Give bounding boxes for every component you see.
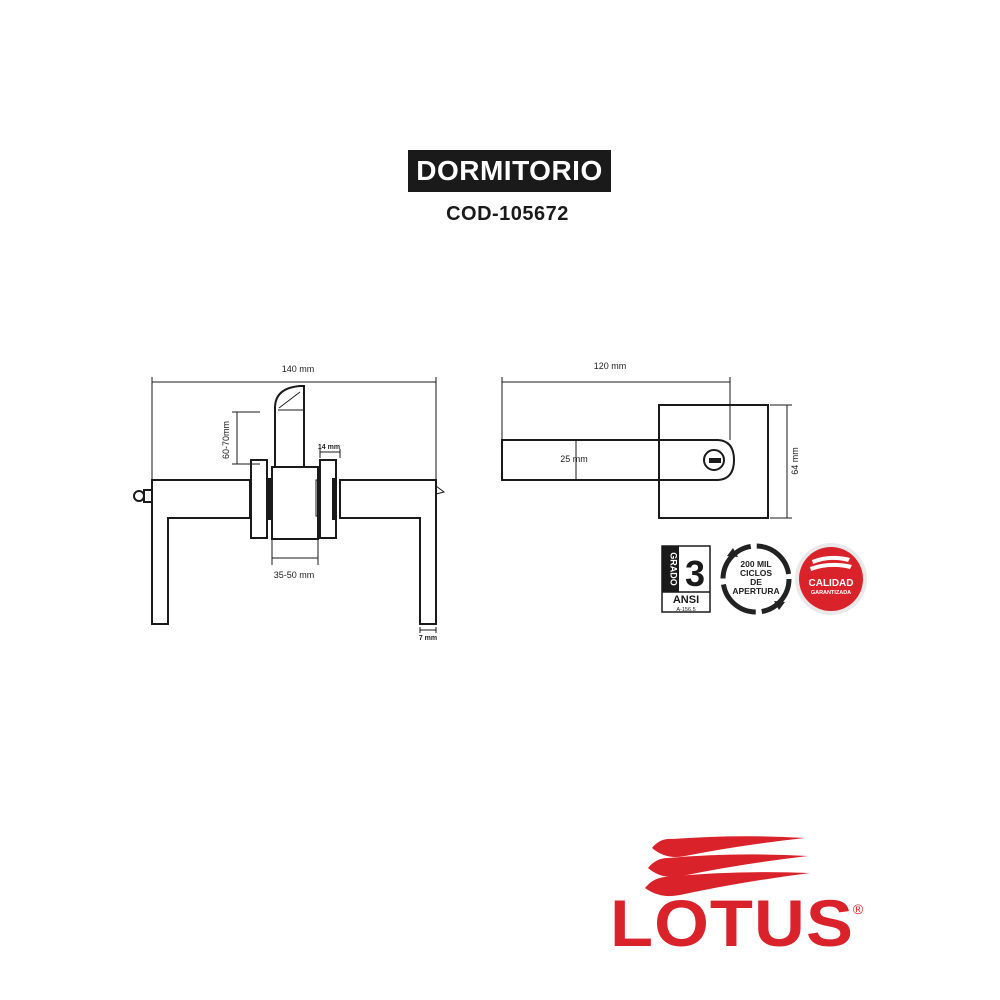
quality-line2: GARANTIZADA	[811, 590, 851, 596]
key-bow	[133, 490, 145, 502]
logo-wave-2	[648, 854, 808, 877]
left-lever	[151, 479, 251, 625]
logo-wave-3	[645, 872, 810, 897]
grade-badge: GRADO 3 ANSI A-156.5	[661, 545, 711, 613]
rose-height-label: 64 mm	[790, 447, 800, 475]
right-rose-shank	[332, 478, 337, 520]
length-label: 120 mm	[594, 361, 627, 371]
side-view: 120 mm 25 mm 64 mm	[501, 361, 800, 519]
svg-text:200 MIL: 200 MIL	[740, 559, 771, 569]
grade-standard-code: A-156.5	[676, 607, 695, 613]
door-label: 35-50 mm	[274, 570, 315, 580]
latch-bevel	[278, 391, 301, 409]
square-rose	[658, 404, 769, 519]
lever-height-label: 25 mm	[560, 454, 588, 464]
left-rose	[250, 459, 268, 539]
throw-label: 60-70mm	[221, 421, 231, 459]
right-lever	[339, 479, 437, 625]
left-rose-shank	[267, 478, 272, 520]
turn-slot	[709, 458, 721, 463]
brand-name: LOTUS	[610, 886, 854, 960]
door-section	[271, 466, 319, 540]
cycles-badge: 200 MIL CICLOS DE APERTURA	[720, 543, 792, 615]
product-code: COD-105672	[446, 203, 569, 225]
registered-mark: ®	[853, 901, 864, 917]
lotus-logo: LOTUS ®	[610, 836, 864, 960]
lever-label: 7 mm	[419, 635, 437, 642]
grade-vertical-text: GRADO	[669, 552, 679, 586]
grade-standard: ANSI	[673, 594, 699, 606]
rose-label: 14 mm	[318, 444, 340, 451]
logo-wave-1	[652, 836, 805, 857]
latch-bar	[274, 385, 305, 468]
turn-button	[703, 449, 725, 471]
side-lever	[501, 439, 736, 481]
svg-text:APERTURA: APERTURA	[732, 586, 779, 596]
grade-number: 3	[685, 553, 705, 594]
quality-badge: CALIDAD GARANTIZADA	[795, 543, 867, 615]
right-lever-tip	[435, 485, 446, 495]
quality-line1: CALIDAD	[809, 578, 854, 589]
width-label: 140 mm	[282, 364, 315, 374]
key-neck	[143, 489, 153, 503]
product-type-title: DORMITORIO	[408, 150, 611, 192]
svg-text:DE: DE	[750, 577, 762, 587]
svg-text:CICLOS: CICLOS	[740, 568, 772, 578]
front-view: 140 mm 60-70mm 14 mm	[133, 364, 446, 642]
